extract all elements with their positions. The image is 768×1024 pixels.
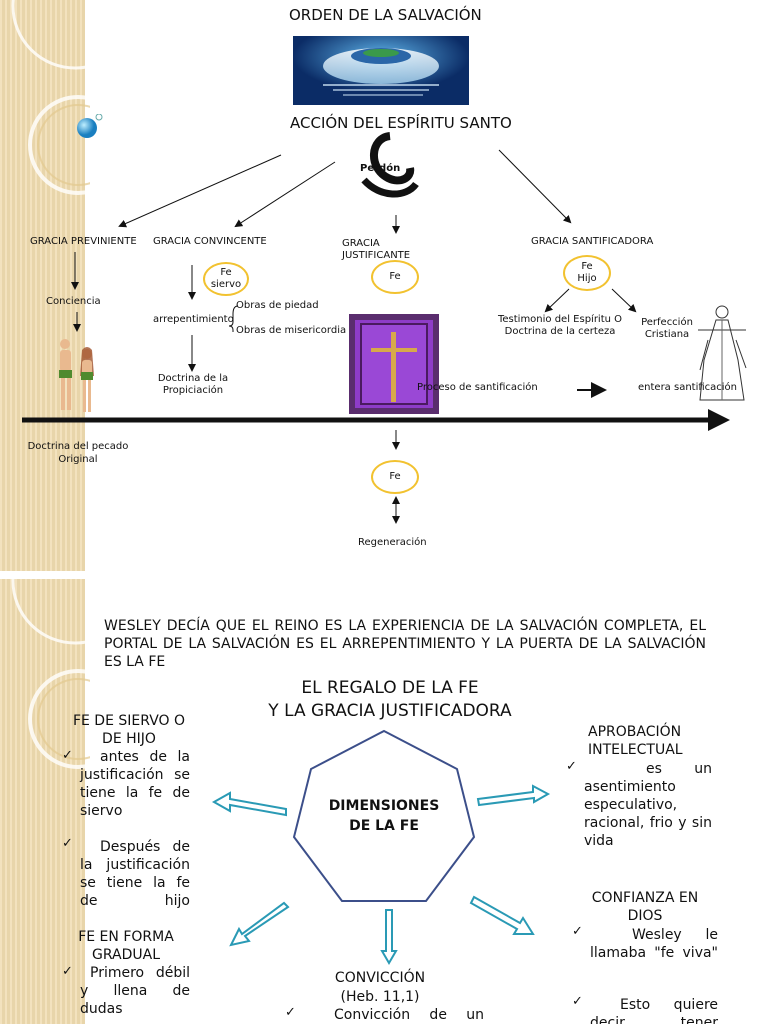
arrepentimiento-label: arrepentimiento xyxy=(153,314,234,325)
fe-oval: Fe xyxy=(371,260,419,294)
arrow-right-icon xyxy=(476,784,551,807)
section-subtitle: ACCIÓN DEL ESPÍRITU SANTO xyxy=(290,114,512,132)
testimonio-label: Testimonio del Espíritu O Doctrina de la… xyxy=(497,314,623,337)
bottom-title: CONVICCIÓN xyxy=(334,970,426,986)
dimension-diagram xyxy=(211,729,551,965)
fe-siervo-text: Fe siervo xyxy=(210,267,242,290)
left-top-item2: Después de la justificación se tiene la … xyxy=(80,839,190,909)
page-title: ORDEN DE LA SALVACIÓN xyxy=(289,6,482,24)
center-dimensiones: DIMENSIONES DE LA FE xyxy=(328,798,440,834)
gracia-justificante-label: GRACIA JUSTIFICANTE xyxy=(342,238,411,261)
arrow-left-icon xyxy=(211,791,287,817)
slide-gap xyxy=(0,571,768,579)
decorative-circles xyxy=(11,579,90,769)
globe-icon xyxy=(77,114,103,138)
fe-siervo-oval: Fe siervo xyxy=(203,262,249,296)
check-icon: ✓ xyxy=(285,1005,296,1020)
right-bottom-item1: Wesley le llamaba "fe viva" xyxy=(590,927,718,961)
fe-bottom-oval: Fe xyxy=(371,460,419,494)
proceso-label: Proceso de santificación xyxy=(417,382,538,393)
left-top-item1: antes de la justificación se tiene la fe… xyxy=(80,749,190,819)
right-top-title: APROBACIÓN INTELECTUAL xyxy=(588,724,683,758)
arrow-down-left-icon xyxy=(229,901,290,947)
fe-text: Fe xyxy=(389,271,401,282)
heading-line2: Y LA GRACIA JUSTIFICADORA xyxy=(268,701,512,721)
decorative-band xyxy=(0,0,85,571)
cross-image xyxy=(349,314,439,414)
intro-paragraph: WESLEY DECÍA QUE EL REINO ES LA EXPERIEN… xyxy=(104,618,706,670)
bottom-item1: Convicción de un xyxy=(334,1007,484,1023)
fe-bottom-text: Fe xyxy=(389,471,401,482)
left-bottom-title: FE EN FORMA GRADUAL xyxy=(78,929,174,963)
decorative-circles xyxy=(11,0,90,195)
fe-hijo-text: Fe Hijo xyxy=(577,261,597,284)
connector-arrows xyxy=(22,149,730,524)
right-top-item1: es un asentimiento especulativo, raciona… xyxy=(584,761,712,849)
doctrina-propiciacion-label: Doctrina de la Propiciación xyxy=(157,373,229,396)
check-icon: ✓ xyxy=(566,759,577,774)
fe-hijo-oval: Fe Hijo xyxy=(563,255,611,291)
christ-figure-image xyxy=(698,305,747,401)
right-bottom-title: CONFIANZA EN DIOS xyxy=(591,890,699,924)
arrow-down-right-icon xyxy=(469,895,535,935)
adam-eve-image xyxy=(59,339,94,412)
left-top-title: FE DE SIERVO O DE HIJO xyxy=(72,713,186,747)
slide-regalo-fe: WESLEY DECÍA QUE EL REINO ES LA EXPERIEN… xyxy=(0,579,768,1024)
left-bottom-item1: Primero débil y llena de dudas xyxy=(80,965,190,1017)
conciencia-label: Conciencia xyxy=(46,296,101,307)
check-icon: ✓ xyxy=(572,994,583,1009)
gracia-previniente-label: GRACIA PREVINIENTE xyxy=(30,236,137,247)
dove-symbol-icon xyxy=(361,132,419,198)
heading-line1: EL REGALO DE LA FE xyxy=(301,678,479,698)
gracia-convincente-label: GRACIA CONVINCENTE xyxy=(153,236,267,247)
earth-banner-image xyxy=(293,36,469,105)
decorative-band xyxy=(0,579,85,1024)
heptagon-shape xyxy=(292,729,476,902)
check-icon: ✓ xyxy=(62,836,73,851)
check-icon: ✓ xyxy=(62,964,73,979)
obras-piedad-label: Obras de piedad xyxy=(236,300,319,311)
obras-misericordia-label: Obras de misericordia xyxy=(236,325,347,336)
doctrina-pecado-label: Doctrina del pecado Original xyxy=(27,441,129,465)
check-icon: ✓ xyxy=(572,924,583,939)
entera-label: entera santificación xyxy=(638,382,738,393)
bottom-ref: (Heb. 11,1) xyxy=(340,989,420,1005)
regeneracion-label: Regeneración xyxy=(358,537,427,548)
slide-orden-salvacion: ORDEN DE LA SALVACIÓN ACCIÓN DEL ESPÍRIT… xyxy=(0,0,747,571)
check-icon: ✓ xyxy=(62,748,73,763)
arrow-down-icon xyxy=(380,909,398,965)
perdon-label: Perdón xyxy=(360,163,401,174)
perfeccion-label: Perfección Cristiana xyxy=(641,317,693,340)
gracia-santificadora-label: GRACIA SANTIFICADORA xyxy=(531,236,654,247)
right-bottom-item2: Esto quiere decir tener xyxy=(590,997,718,1024)
